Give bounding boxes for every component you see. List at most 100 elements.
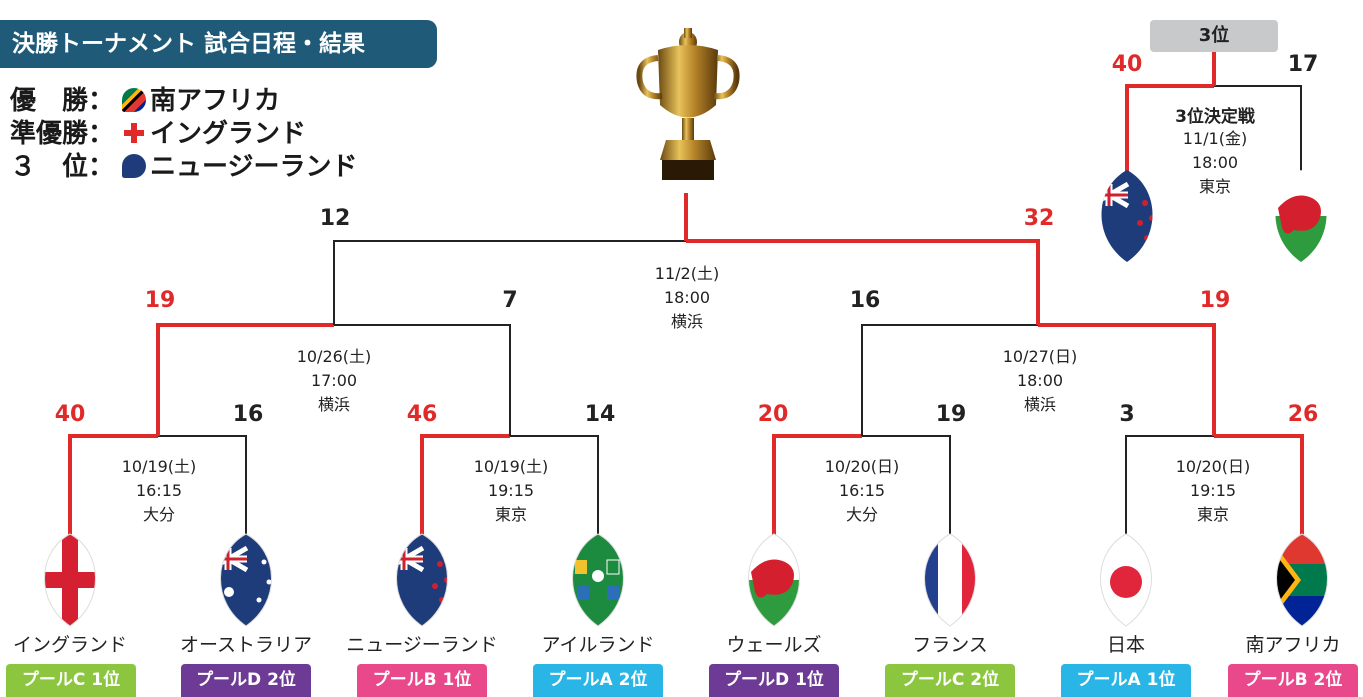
final-info: 11/2(土) 18:00 横浜	[627, 262, 747, 334]
sf2-time: 18:00	[1016, 371, 1064, 390]
qf4-time: 19:15	[1189, 481, 1237, 500]
pool-badge-england: プールC 1位	[6, 664, 136, 697]
runner-up-label: 準優勝：	[10, 119, 115, 149]
south-africa-flag-icon	[1276, 533, 1328, 627]
qf2-time: 19:15	[487, 481, 535, 500]
pool-badge-wales: プールD 1位	[709, 664, 839, 697]
qf3-score-right: 19	[935, 402, 967, 427]
qf3-score-left: 20	[757, 402, 789, 427]
ireland-flag-icon	[572, 533, 624, 627]
semifinal-1-info: 10/26(土) 17:00 横浜	[274, 345, 394, 417]
new-zealand-flag-icon	[1101, 170, 1153, 262]
third-date: 11/1(金)	[1182, 129, 1248, 148]
runner-up-team: イングランド	[150, 119, 307, 149]
pool-badge-france: プールC 2位	[885, 664, 1015, 697]
pool-badge-south-africa: プールB 2位	[1228, 664, 1358, 697]
third-right-line	[1214, 85, 1302, 175]
qf4-venue: 東京	[1196, 505, 1229, 524]
champion-label: 優 勝：	[10, 86, 115, 116]
qf2-score-left: 46	[406, 402, 438, 427]
third-score-left: 40	[1111, 52, 1143, 77]
third-place-team: ニュージーランド	[150, 152, 358, 182]
champion-line: 優 勝： 南アフリカ	[10, 85, 280, 117]
third-score-right: 17	[1287, 52, 1319, 77]
final-venue: 横浜	[670, 312, 703, 331]
qf2-right-line	[510, 435, 599, 545]
france-flag-icon	[924, 533, 976, 627]
third-place-header: 3位	[1150, 20, 1278, 52]
runner-up-line: 準優勝： イングランド	[10, 118, 306, 150]
qf2-venue: 東京	[494, 505, 527, 524]
australia-flag-icon	[220, 533, 272, 627]
qf1-score-left: 40	[54, 402, 86, 427]
sf1-venue: 横浜	[317, 395, 350, 414]
champion-team: 南アフリカ	[150, 86, 281, 116]
qf1-info: 10/19(土) 16:15 大分	[99, 455, 219, 527]
sf2-right-line	[1038, 323, 1216, 436]
third-left-line	[1125, 84, 1214, 175]
final-score-right: 32	[1023, 206, 1055, 231]
final-right-line	[686, 239, 1040, 325]
qf1-score-right: 16	[232, 402, 264, 427]
bracket-lines	[68, 52, 1304, 545]
qf3-info: 10/20(日) 16:15 大分	[802, 455, 922, 527]
qf3-left-line	[772, 434, 862, 545]
team-name-ireland: アイルランド	[541, 634, 655, 656]
sf2-venue: 横浜	[1023, 395, 1056, 414]
qf4-score-left: 3	[1119, 402, 1135, 427]
wales-flag-icon	[748, 533, 800, 627]
new-zealand-flag-icon	[122, 154, 146, 178]
sf2-left-line	[861, 324, 1038, 436]
third-place-info: 11/1(金) 18:00 東京	[1155, 127, 1275, 199]
pool-badge-new-zealand: プールB 1位	[357, 664, 487, 697]
qf4-left-line	[1125, 435, 1214, 545]
sf1-date: 10/26(土)	[296, 347, 372, 366]
third-place-title: 3位決定戦	[1175, 107, 1255, 127]
qf1-time: 16:15	[135, 481, 183, 500]
qf1-right-line	[158, 435, 247, 545]
wales-flag-icon	[1275, 170, 1327, 262]
pool-badge-ireland: プールA 2位	[533, 664, 663, 697]
semifinal-2-info: 10/27(日) 18:00 横浜	[980, 345, 1100, 417]
qf3-right-line	[862, 435, 951, 545]
qf4-score-right: 26	[1287, 402, 1319, 427]
sf2-score-left: 16	[849, 288, 881, 313]
qf1-venue: 大分	[142, 505, 175, 524]
england-flag-icon	[44, 533, 96, 627]
team-name-england: イングランド	[12, 634, 127, 656]
third-place-label: ３ 位：	[10, 152, 115, 182]
final-score-left: 12	[319, 206, 351, 231]
qf1-left-line	[68, 434, 158, 545]
sf2-date: 10/27(日)	[1002, 347, 1078, 366]
qf4-info: 10/20(日) 19:15 東京	[1153, 455, 1273, 527]
qf1-date: 10/19(土)	[121, 457, 197, 476]
third-venue: 東京	[1198, 177, 1231, 196]
sf1-left-line	[156, 323, 334, 436]
qf3-venue: 大分	[845, 505, 878, 524]
third-place-line: ３ 位： ニュージーランド	[10, 151, 357, 183]
page-title: 決勝トーナメント 試合日程・結果	[0, 20, 437, 68]
sf1-time: 17:00	[310, 371, 358, 390]
team-name-france: フランス	[912, 634, 988, 656]
final-time: 18:00	[663, 288, 711, 307]
england-cross-icon	[122, 121, 146, 145]
trophy-icon	[636, 28, 740, 180]
third-time: 18:00	[1191, 153, 1239, 172]
qf3-date: 10/20(日)	[824, 457, 900, 476]
sf2-score-right: 19	[1199, 288, 1231, 313]
qf2-info: 10/19(土) 19:15 東京	[451, 455, 571, 527]
qf2-left-line	[420, 434, 510, 545]
team-name-australia: オーストラリア	[179, 634, 313, 656]
new-zealand-flag-icon	[396, 533, 448, 627]
final-date: 11/2(土)	[654, 264, 720, 283]
qf2-score-right: 14	[584, 402, 616, 427]
south-africa-flag-icon	[122, 88, 146, 112]
sf1-score-right: 7	[502, 288, 518, 313]
team-name-new-zealand: ニュージーランド	[346, 634, 498, 656]
team-name-wales: ウェールズ	[726, 634, 822, 656]
sf1-right-line	[334, 324, 511, 436]
qf4-right-line	[1214, 434, 1304, 545]
pool-badge-australia: プールD 2位	[181, 664, 311, 697]
final-left-line	[333, 240, 686, 325]
